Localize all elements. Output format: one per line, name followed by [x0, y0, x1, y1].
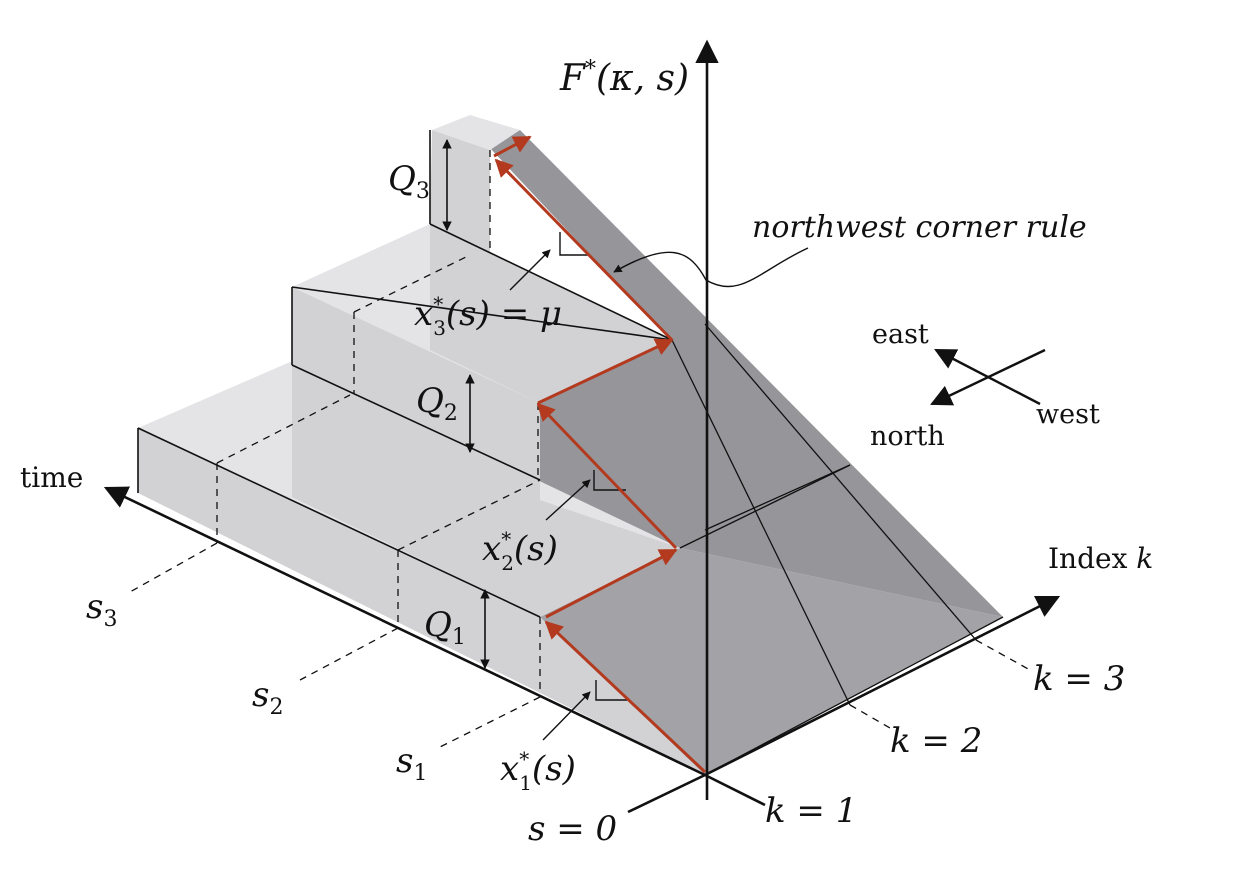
- right-angle-marks: [559, 232, 628, 701]
- s0-axis-ext: [627, 773, 706, 814]
- tick-s1: s1: [396, 741, 427, 786]
- floor-face: [540, 548, 1003, 775]
- index-axis: [704, 595, 1061, 777]
- staircase-steps: [138, 115, 705, 775]
- step-dashes: [216, 150, 541, 697]
- k1-axis-ext: [704, 773, 766, 807]
- dark-faces: [490, 130, 1003, 775]
- x1-label: x*1(s): [500, 747, 576, 795]
- q2-label: Q2: [416, 381, 458, 426]
- optimal-path: [493, 135, 707, 774]
- compass-west-label: west: [1036, 399, 1100, 430]
- step-3-top: [432, 115, 520, 150]
- step-1-front: [138, 428, 705, 775]
- tick-k3: k = 3: [1033, 659, 1125, 699]
- tick-k2: k = 2: [890, 721, 982, 761]
- tick-s2: s2: [252, 675, 283, 720]
- x2-label: x*2(s): [482, 527, 558, 575]
- x3-label: x*3(s) = μ: [414, 292, 562, 340]
- step-edges: [137, 130, 673, 618]
- time-axis-label: time: [20, 461, 83, 494]
- tick-s3: s3: [86, 587, 117, 632]
- vertical-axis-label: F*(κ, s): [559, 57, 689, 99]
- tick-dashes: [129, 542, 1031, 748]
- time-axis: [103, 486, 706, 777]
- slope-face: [490, 130, 1003, 617]
- compass-north-label: north: [870, 421, 945, 452]
- q1-label: Q1: [424, 605, 466, 650]
- step-2-front: [292, 287, 680, 617]
- q-arrows: [442, 139, 490, 669]
- axes: [103, 39, 1061, 814]
- compass-east-label: east: [872, 319, 929, 350]
- index-axis-label: Index k: [1048, 542, 1153, 575]
- compass: [930, 348, 1046, 406]
- tick-k1: k = 1: [765, 791, 857, 831]
- step-3-front: [430, 130, 672, 403]
- annotation-pointers: [509, 247, 809, 741]
- tick-s0: s = 0: [528, 809, 617, 849]
- north-arrow: [930, 348, 1046, 406]
- rule-label: northwest corner rule: [752, 210, 1087, 245]
- q3-label: Q3: [388, 159, 430, 204]
